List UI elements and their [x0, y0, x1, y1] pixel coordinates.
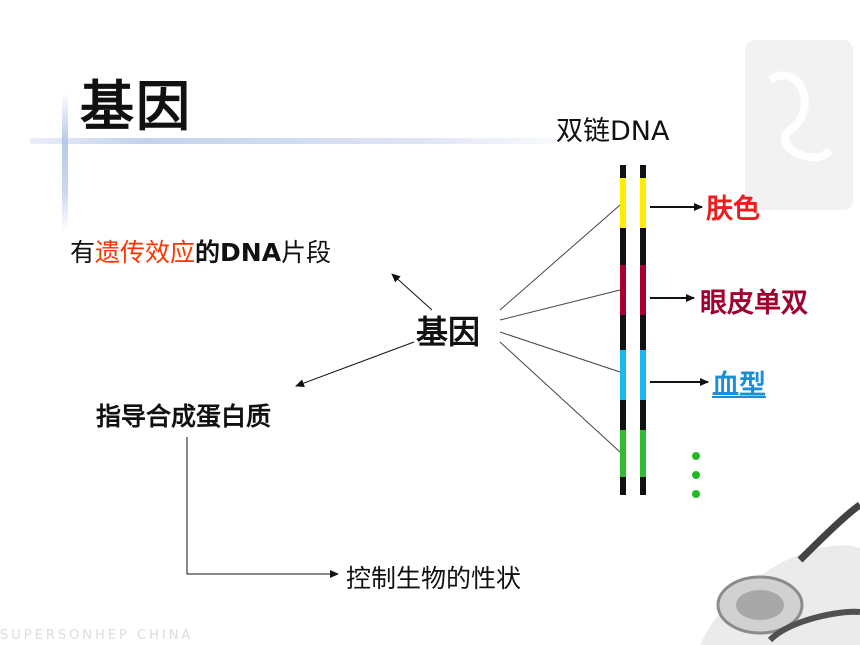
segment-blood-right: [640, 350, 646, 400]
dna-strand-label: 双链DNA: [556, 116, 670, 147]
gene-fan-lines: [499, 204, 621, 453]
trait-skin-color: 肤色: [706, 194, 760, 225]
segment-blood-left: [620, 350, 626, 400]
ellipsis-dot: [692, 452, 700, 460]
title-underline: [30, 138, 590, 144]
arrow-to-protein: [295, 341, 415, 387]
seal-emblem: [745, 40, 853, 210]
trait-eyelid: 眼皮单双: [700, 288, 808, 319]
segment-eyelid-right: [640, 265, 646, 315]
segment-skin-right: [640, 178, 646, 228]
segment-other-right: [640, 430, 646, 477]
arrow-to-definition: [391, 273, 433, 311]
dna-strand-right: [640, 165, 646, 495]
gene-center-label: 基因: [416, 313, 481, 351]
definition-dna: 的DNA: [195, 238, 282, 267]
dna-strand-left: [620, 165, 626, 495]
ellipsis-dot: [692, 490, 700, 498]
stethoscope-illustration: [700, 502, 860, 645]
definition-prefix: 有: [70, 238, 96, 267]
definition-highlight: 遗传效应: [95, 238, 196, 267]
definition-suffix: 片段: [281, 238, 332, 267]
segment-other-left: [620, 430, 626, 477]
page-title: 基因: [80, 75, 192, 138]
trait-control-label: 控制生物的性状: [346, 564, 522, 593]
ellipsis-dot: [692, 471, 700, 479]
trait-arrows: [650, 203, 709, 386]
segment-eyelid-left: [620, 265, 626, 315]
gene-definition: 有遗传效应的DNA片段: [70, 233, 331, 269]
protein-synthesis-label: 指导合成蛋白质: [96, 402, 272, 431]
title-vertical-accent: [62, 92, 68, 232]
gene-segments: [620, 178, 646, 477]
arrow-to-trait-control: [186, 437, 339, 578]
watermark-text: SUPERSONHEP CHINA: [0, 628, 194, 643]
trait-blood-type-link[interactable]: 血型: [712, 370, 766, 401]
segment-skin-left: [620, 178, 626, 228]
